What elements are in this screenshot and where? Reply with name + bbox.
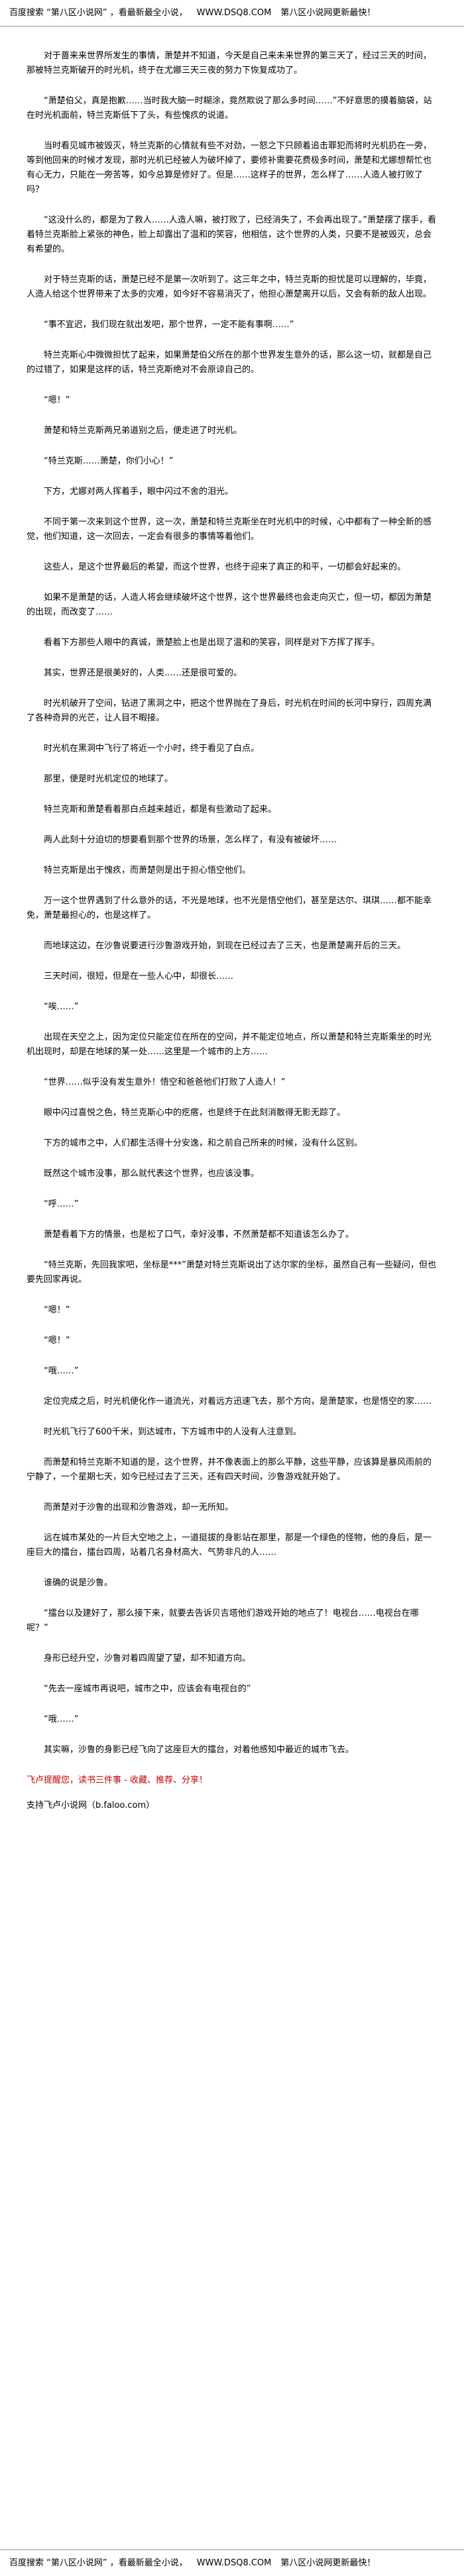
paragraph: “嗯！” xyxy=(44,1305,70,1315)
site-header-text: 百度搜索 “第八区小说网” ，看最新最全小说， xyxy=(9,8,188,18)
paragraph: “嗯！” xyxy=(44,395,70,405)
paragraph: 萧楚看着下方的情景，也是松了口气，幸好没事，不然萧楚都不知道该怎么办了。 xyxy=(44,1230,355,1240)
paragraph: “哦……” xyxy=(44,1366,79,1376)
paragraph: 下方，尤娜对两人挥着手，眼中闪过不舍的泪光。 xyxy=(44,487,234,497)
chapter-body: 对于蔷来来世界所发生的事情，萧楚并不知道，今天是自己来未来世界的第三天了，经过三… xyxy=(0,26,464,2550)
paragraph: 特兰克斯是出于愧疚，而萧楚则是出于担心悟空他们。 xyxy=(44,866,251,875)
paragraph: 对于特兰克斯的话，萧楚已经不是第一次听到了。这三年之中，特兰克斯的担忧是可以理解… xyxy=(27,275,432,299)
paragraph: 萧楚和特兰克斯两兄弟道别之后，便走进了时光机。 xyxy=(44,426,243,436)
paragraph: “事不宜迟，我们现在就出发吧，那个世界，一定不能有事啊……” xyxy=(44,320,294,330)
paragraph: 而萧楚对于沙鲁的出现和沙鲁游戏，却一无所知。 xyxy=(44,1503,234,1512)
paragraph: “先去一座城市再说吧，城市之中，应该会有电视台的” xyxy=(44,1684,251,1694)
paragraph: 而萧楚和特兰克斯不知道的是，这个世界，并不像表面上的那么平静，这些平静，应该算是… xyxy=(27,1458,432,1482)
site-tagline: 第八区小说网更新最快！ xyxy=(280,8,376,18)
paragraph: 时光机破开了空间，钻进了黑洞之中，把这个世界抛在了身后，时光机在时间的长河中穿行… xyxy=(27,699,432,723)
paragraph: “萧楚伯父，真是抱歉……当时我大脑一时糊涂，竟然欺说了那么多时间……”不好意思的… xyxy=(27,96,432,121)
paragraph: 当时看见城市被毁灭，特兰克斯的心情就有些不对劲，一怒之下只顾着追击罪犯而将时光机… xyxy=(27,141,432,195)
site-footer: 百度搜索 “第八区小说网” ，看最新最全小说， WWW.DSQ8.COM 第八区小说… xyxy=(0,2550,464,2576)
paragraph: 其实，世界还是很美好的，人类……还是很可爱的。 xyxy=(44,668,243,678)
paragraph: 两人此刻十分迫切的想要看到那个世界的场景，怎么样了，有没有被破坏…… xyxy=(44,835,337,845)
closing-line: 飞卢提醒您，读书三件事 - 收藏、推荐、分享！ xyxy=(27,1775,207,1785)
paragraph: “唉……” xyxy=(44,1002,79,1012)
paragraph: 三天时间，很短，但是在一些人心中，却很长…… xyxy=(44,971,234,981)
paragraph: 其实嘛，沙鲁的身影已经飞向了这座巨大的擂台，对着他感知中最近的城市飞去。 xyxy=(44,1745,355,1755)
paragraph: “特兰克斯，先回我家吧，坐标是***”萧楚对特兰克斯说出了达尔家的坐标，虽然自己… xyxy=(27,1260,436,1285)
paragraph: 时光机在黑洞中飞行了将近一个小时，终于看见了白点。 xyxy=(44,744,260,754)
paragraph: 远在城市某处的一片巨大空地之上，一道挺拔的身影站在那里，那是一个绿色的怪物，他的… xyxy=(27,1533,432,1558)
site-header: 百度搜索 “第八区小说网” ，看最新最全小说， WWW.DSQ8.COM 第八区小说… xyxy=(0,0,464,26)
paragraph: “呼……” xyxy=(44,1199,79,1209)
paragraph: 特兰克斯和萧楚看着那白点越来越近，都是有些激动了起来。 xyxy=(44,805,277,815)
paragraph: 谁确的说是沙鲁。 xyxy=(44,1578,113,1588)
paragraph: “世界……似乎没有发生意外！悟空和爸爸他们打败了人造人！” xyxy=(44,1077,286,1087)
paragraph: “这没什么的，都是为了救人……人造人嘛，被打败了，已经消失了，不会再出现了。”萧… xyxy=(27,215,436,254)
paragraph: 特兰克斯心中微微担忧了起来，如果萧楚伯父所在的那个世界发生意外的话，那么这一切，… xyxy=(27,350,432,375)
site-url-link[interactable]: WWW.DSQ8.COM xyxy=(196,8,272,18)
paragraph: 定位完成之后，时光机便化作一道流光，对着远方迅速飞去，那个方向，是萧楚家，也是悟… xyxy=(44,1397,432,1407)
paragraph: 对于蔷来来世界所发生的事情，萧楚并不知道，今天是自己来未来世界的第三天了，经过三… xyxy=(27,51,432,75)
paragraph: 看着下方那些人眼中的真诚，萧楚脸上也是出现了温和的笑容，同样是对下方挥了挥手。 xyxy=(44,638,380,648)
paragraph: “嗯！” xyxy=(44,1336,70,1346)
site-tagline: 第八区小说网更新最快！ xyxy=(280,2558,376,2568)
paragraph: 时光机飞行了600千米，到达城市，下方城市中的人没有人注意到。 xyxy=(44,1427,302,1437)
paragraph: “哦……” xyxy=(44,1714,79,1724)
paragraph: 如果不是萧楚的话，人造人将会继续破坏这个世界，这个世界最终也会走向灭亡，但一切，… xyxy=(27,593,432,617)
paragraph: “擂台以及建好了，那么接下来，就要去告诉贝吉塔他们游戏开始的地点了！电视台……电… xyxy=(27,1609,419,1633)
paragraph: 出现在天空之上，因为定位只能定位在所在的空间，并不能定位地点，所以萧楚和特兰克斯… xyxy=(27,1032,432,1057)
paragraph: “特兰克斯……萧楚，你们小心！” xyxy=(44,456,174,466)
site-url-link[interactable]: WWW.DSQ8.COM xyxy=(196,2558,272,2568)
paragraph: 而地球这边，在沙鲁说要进行沙鲁游戏开始，到现在已经过去了三天，也是萧楚离开后的三… xyxy=(44,941,406,951)
paragraph: 不同于第一次来到这个世界，这一次，萧楚和特兰克斯坐在时光机中的时候，心中都有了一… xyxy=(27,517,432,542)
support-line[interactable]: 支持飞卢小说网（b.faloo.com） xyxy=(27,1801,155,1810)
paragraph: 眼中闪过喜悦之色，特兰克斯心中的疙瘩，也是终于在此刻消散得无影无踪了。 xyxy=(44,1108,346,1118)
paragraph: 这些人，是这个世界最后的希望，而这个世界，也终于迎来了真正的和平，一切都会好起来… xyxy=(44,562,406,572)
site-footer-text: 百度搜索 “第八区小说网” ，看最新最全小说， xyxy=(9,2558,188,2568)
paragraph: 既然这个城市没事，那么就代表这个世界，也应该没事。 xyxy=(44,1169,260,1179)
paragraph: 万一这个世界遇到了什么意外的话，不光是地球，也不光是悟空他们，甚至是达尔、琪琪…… xyxy=(27,896,432,920)
paragraph: 那里，便是时光机定位的地球了。 xyxy=(44,774,174,784)
paragraph: 下方的城市之中，人们都生活得十分安逸，和之前自己所来的时候，没有什么区别。 xyxy=(44,1138,363,1148)
paragraph: 身形已经升空，沙鲁对着四周望了望，却不知道方向。 xyxy=(44,1654,251,1663)
